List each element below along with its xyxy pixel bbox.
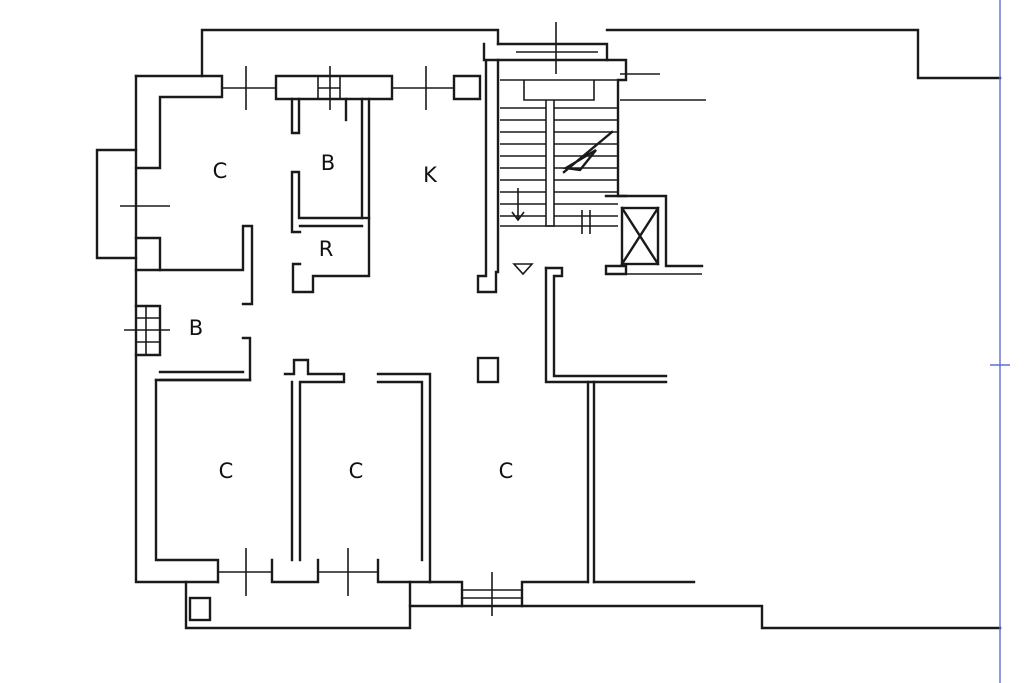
column — [476, 356, 500, 384]
interior-walls — [154, 42, 704, 622]
exterior-walls — [95, 28, 1002, 630]
down-arrow-icon — [511, 188, 525, 222]
room-label-bedroom-bottom-3: C — [499, 459, 514, 483]
page-guide — [990, 0, 1010, 683]
room-label-bath-top: B — [321, 151, 335, 175]
shaft — [188, 596, 212, 622]
windows — [120, 22, 706, 616]
room-label-bedroom-top-left: C — [213, 159, 228, 183]
room-label-bedroom-bottom-2: C — [349, 459, 364, 483]
room-label-kitchen: K — [423, 163, 438, 187]
room-label-storage: R — [319, 237, 334, 261]
room-label-bath-left: B — [189, 316, 203, 340]
room-labels: C B K R B C C C — [189, 151, 514, 483]
room-label-bedroom-bottom-1: C — [219, 459, 234, 483]
staircase — [500, 79, 618, 234]
up-arrow-icon — [562, 130, 614, 174]
entrance-icon — [512, 263, 534, 276]
lift — [620, 206, 660, 266]
